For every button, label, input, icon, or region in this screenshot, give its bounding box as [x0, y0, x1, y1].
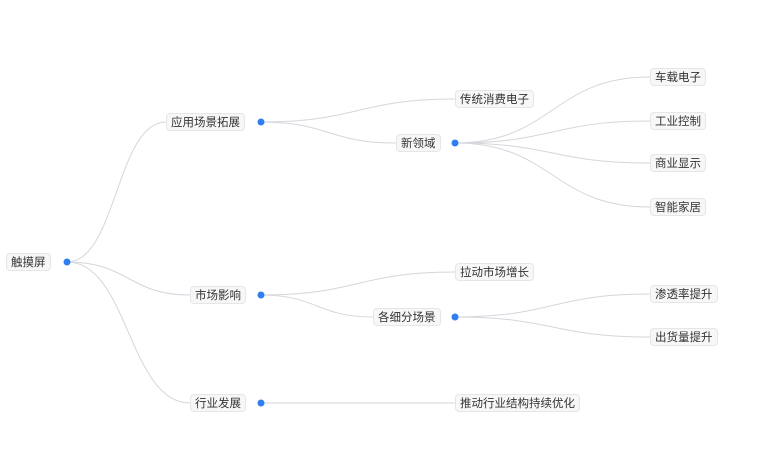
edge-line — [454, 120, 651, 144]
collapse-dot[interactable] — [451, 139, 459, 147]
collapse-dot[interactable] — [257, 399, 265, 407]
edge-line — [66, 121, 167, 263]
edge-line — [454, 76, 651, 144]
node-structure-optimization[interactable]: 推动行业结构持续优化 — [455, 394, 580, 412]
edge-line — [454, 142, 651, 208]
edge-line — [260, 98, 456, 123]
node-industry-development[interactable]: 行业发展 — [190, 394, 246, 412]
node-application-expansion[interactable]: 应用场景拓展 — [166, 113, 245, 131]
node-penetration[interactable]: 渗透率提升 — [650, 285, 718, 303]
root-collapse-dot[interactable] — [63, 258, 71, 266]
node-segments[interactable]: 各细分场景 — [373, 308, 441, 326]
node-commercial-display[interactable]: 商业显示 — [650, 154, 706, 172]
node-market-impact[interactable]: 市场影响 — [190, 286, 246, 304]
node-new-fields[interactable]: 新领域 — [396, 134, 441, 152]
node-drive-growth[interactable]: 拉动市场增长 — [455, 263, 534, 281]
collapse-dot[interactable] — [257, 118, 265, 126]
edge-line — [66, 261, 191, 404]
root-node[interactable]: 触摸屏 — [6, 253, 51, 271]
node-traditional-electronics[interactable]: 传统消费电子 — [455, 90, 534, 108]
node-shipments[interactable]: 出货量提升 — [650, 328, 718, 346]
edge-line — [454, 316, 651, 338]
edge-line — [66, 261, 191, 296]
edge-line — [260, 271, 456, 296]
node-automotive[interactable]: 车载电子 — [650, 68, 706, 86]
node-industrial-control[interactable]: 工业控制 — [650, 112, 706, 130]
collapse-dot[interactable] — [451, 313, 459, 321]
node-smart-home[interactable]: 智能家居 — [650, 198, 706, 216]
edge-line — [260, 294, 374, 318]
edge-line — [260, 121, 397, 144]
edge-line — [454, 293, 651, 318]
edge-line — [454, 142, 651, 164]
collapse-dot[interactable] — [257, 291, 265, 299]
